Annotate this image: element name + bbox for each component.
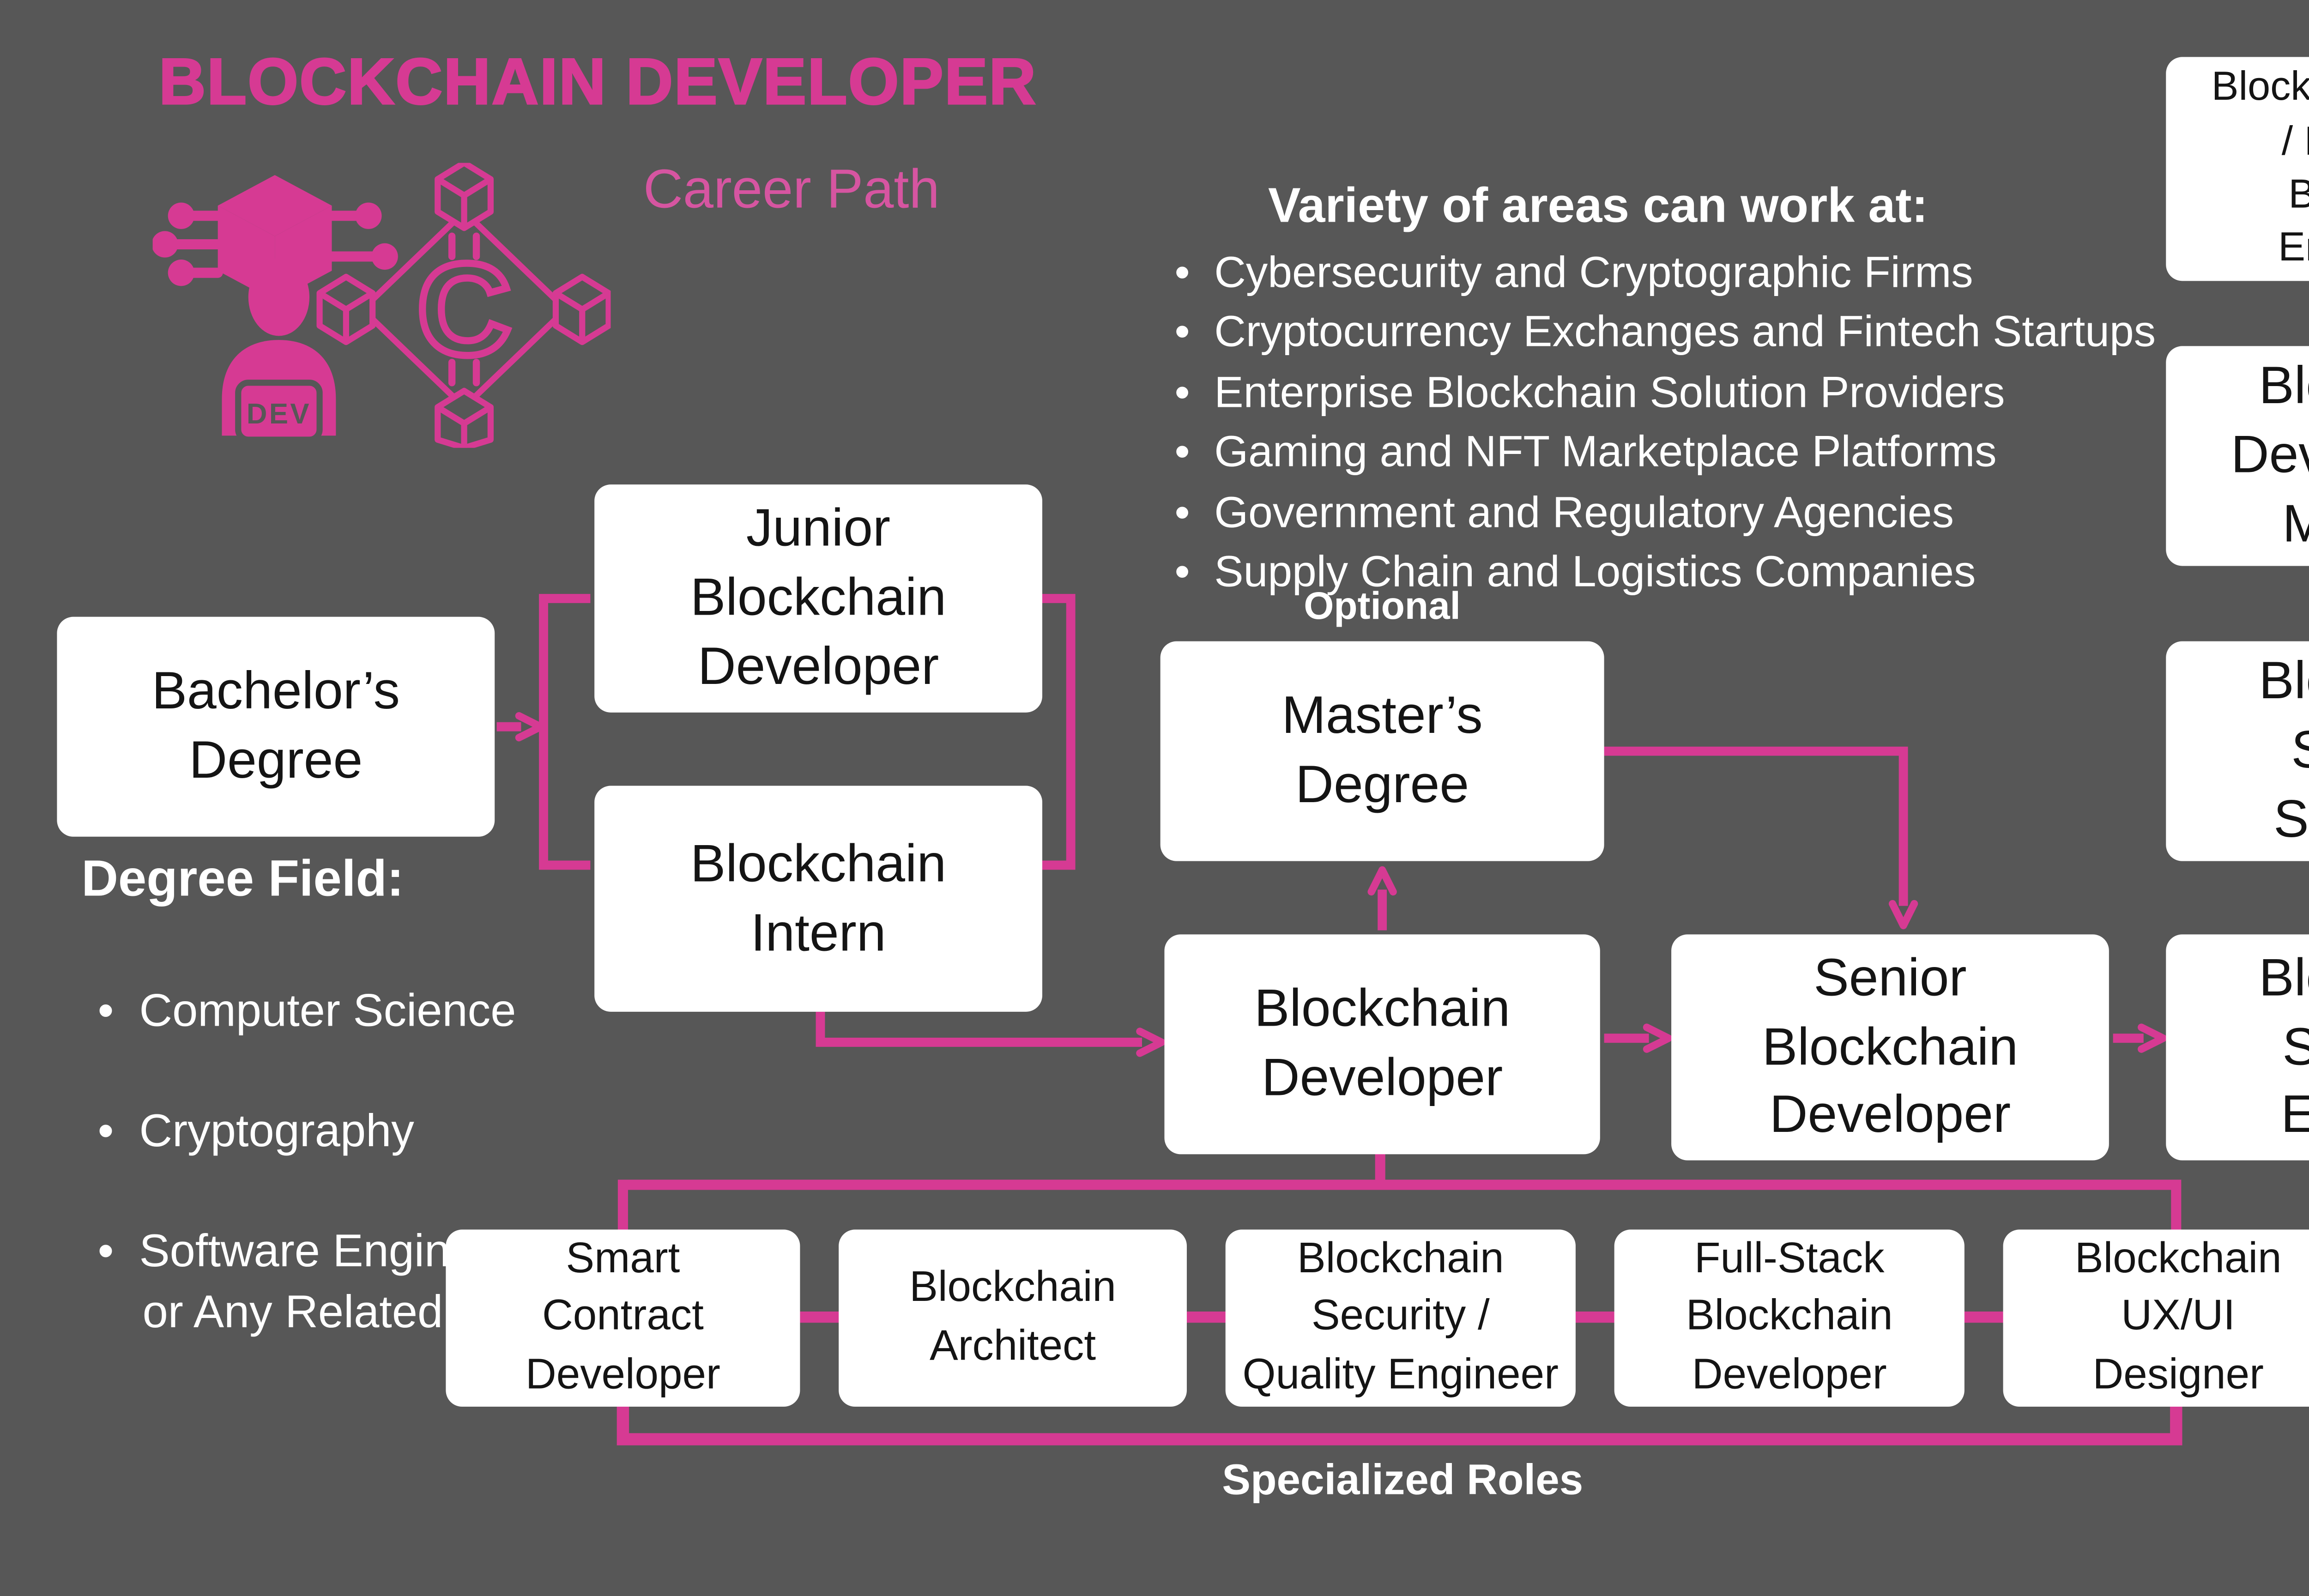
page-subtitle: Career Path (643, 158, 940, 220)
node-label: Blockchain Development Manager (2230, 355, 2309, 553)
crypto-coin-icon: C (413, 232, 515, 387)
dev-badge-label: DEV (247, 398, 311, 430)
node-label: Blockchain Architect (909, 1264, 1116, 1369)
degree-field-heading: Degree Field: (81, 851, 404, 908)
dev-badge: DEV (235, 380, 323, 443)
degree-field-item: Computer Science (98, 980, 577, 1040)
work-area-item: Supply Chain and Logistics Companies (1175, 544, 2156, 604)
node-label: Blockchain Software Engineer (2259, 946, 2309, 1145)
node-senior-blockchain-developer: Senior Blockchain Developer (1671, 934, 2109, 1161)
node-junior-blockchain-developer: Junior Blockchain Developer (594, 484, 1042, 713)
specialized-roles-label: Specialized Roles (1222, 1457, 1584, 1505)
node-blockchain-intern: Blockchain Intern (594, 786, 1042, 1012)
work-area-item: Cybersecurity and Cryptographic Firms (1175, 244, 2156, 304)
bracket-specialized-bottom (617, 1404, 2182, 1445)
node-label: Smart Contract Developer (525, 1235, 720, 1398)
work-areas-heading: Variety of areas can work at: (1268, 179, 1928, 234)
node-label: Blockchain Developer (1254, 977, 1511, 1108)
node-label: Full-Stack Blockchain Developer (1686, 1235, 1893, 1398)
work-areas-list: Cybersecurity and Cryptographic Firms Cr… (1175, 244, 2156, 604)
node-blockchain-development-manager: Blockchain Development Manager (2166, 346, 2309, 566)
node-label: Junior Blockchain Developer (690, 497, 947, 696)
arrow-intern-to-developer (816, 1011, 1166, 1057)
work-area-item: Cryptocurrency Exchanges and Fintech Sta… (1175, 304, 2156, 364)
bracket-specialized-top (617, 1152, 2182, 1230)
node-label: Blockchain Intern (690, 832, 947, 962)
node-bachelors-degree: Bachelor’s Degree (57, 617, 495, 837)
branch-junior-intern-left (539, 594, 591, 870)
node-blockchain-software-engineer: Blockchain Software Engineer (2166, 934, 2309, 1161)
node-blockchain-security-quality-engineer: Blockchain Security / Quality Engineer (1225, 1229, 1576, 1407)
node-label: Blockchain Security Specialist (2259, 650, 2309, 849)
work-area-item: Government and Regulatory Agencies (1175, 484, 2156, 544)
node-blockchain-developer: Blockchain Developer (1164, 934, 1600, 1155)
blockchain-developer-emblem-icon: DEV C (152, 163, 611, 448)
node-blockchain-uxui-designer: Blockchain UX/UI Designer (2003, 1229, 2309, 1407)
degree-field-item: Cryptography (98, 1101, 577, 1161)
node-blockchain-architect: Blockchain Architect (839, 1229, 1187, 1407)
page-title: BLOCKCHAIN DEVELOPER (158, 44, 1037, 119)
node-smart-contract-developer: Smart Contract Developer (446, 1229, 800, 1407)
network-cubes (316, 163, 611, 448)
node-label: Bachelor’s Degree (151, 660, 400, 790)
bracket-junior-intern-right (1042, 594, 1076, 870)
node-label: Blockchain UX/UI Designer (2074, 1235, 2282, 1398)
node-label: Blockchain Director / Director of Blockc… (2211, 66, 2309, 272)
node-masters-degree: Master’s Degree (1160, 641, 1604, 861)
node-fullstack-blockchain-developer: Full-Stack Blockchain Developer (1614, 1229, 1964, 1407)
node-label: Blockchain Security / Quality Engineer (1242, 1235, 1559, 1398)
node-blockchain-security-specialist: Blockchain Security Specialist (2166, 641, 2309, 861)
coin-letter: C (417, 236, 511, 382)
node-label: Senior Blockchain Developer (1762, 946, 2019, 1145)
node-blockchain-director: Blockchain Director / Director of Blockc… (2166, 57, 2309, 281)
optional-label: Optional (1304, 586, 1461, 629)
work-area-item: Gaming and NFT Marketplace Platforms (1175, 424, 2156, 484)
work-area-item: Enterprise Blockchain Solution Providers (1175, 364, 2156, 424)
node-label: Master’s Degree (1281, 684, 1483, 815)
arrow-masters-to-senior (1604, 746, 1918, 930)
